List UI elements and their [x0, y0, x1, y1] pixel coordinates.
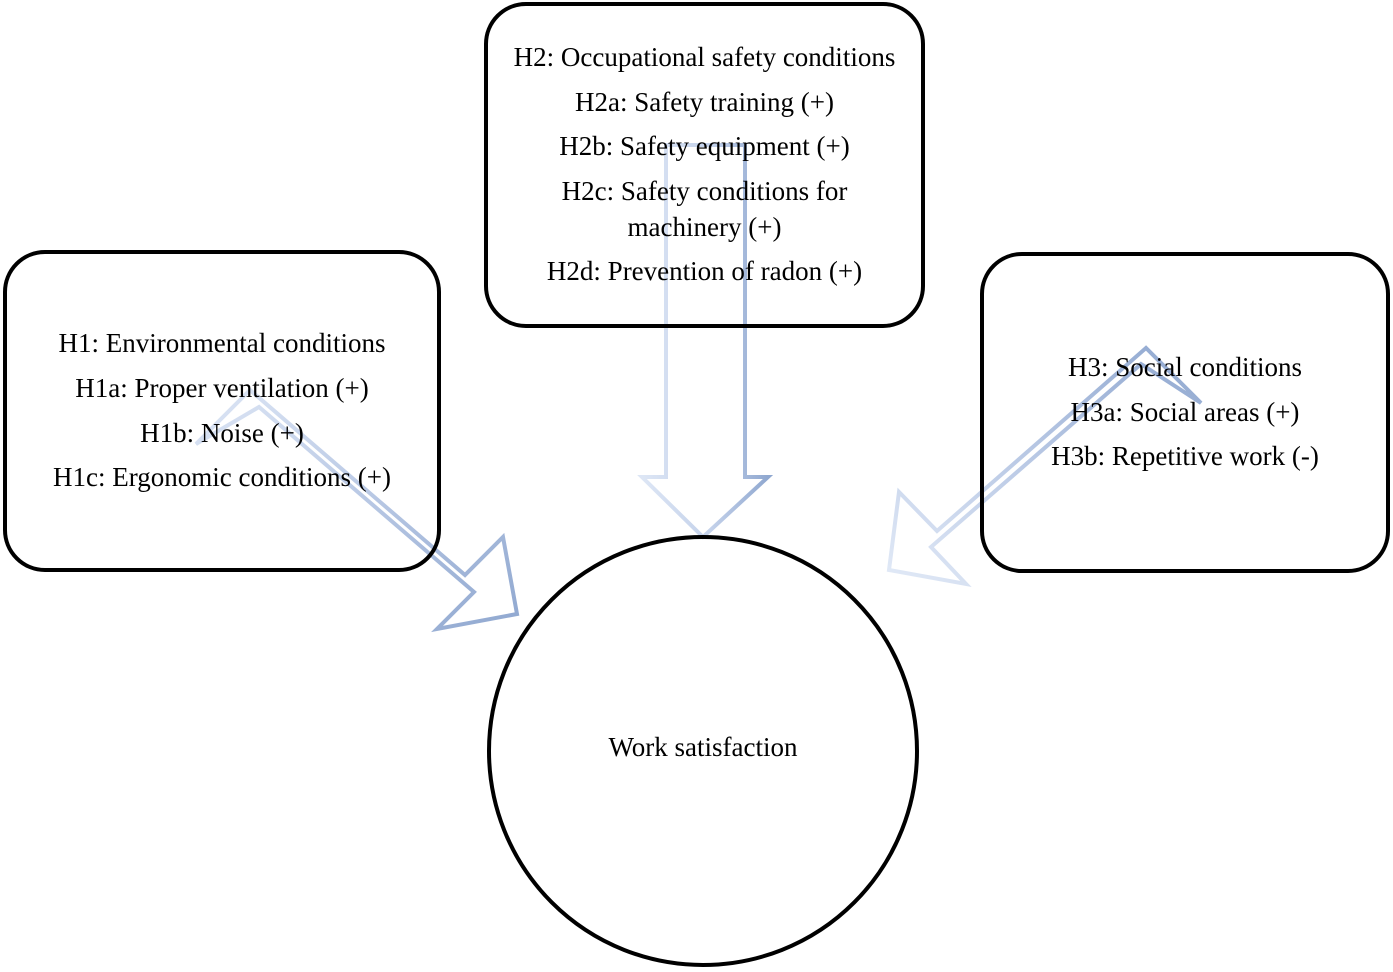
h3-line-h3a: H3a: Social areas (+) — [1070, 396, 1300, 427]
outcome-label: Work satisfaction — [608, 731, 798, 762]
h2-line-h2b: H2b: Safety equipment (+) — [559, 131, 850, 162]
h1-line-h1c: H1c: Ergonomic conditions (+) — [53, 462, 391, 493]
h1-line-h1a: H1a: Proper ventilation (+) — [75, 372, 369, 403]
h1-line-title: H1: Environmental conditions — [58, 328, 386, 359]
node-box-h3[interactable]: H3: Social conditions H3a: Social areas … — [980, 252, 1390, 573]
h2-line-h2c: H2c: Safety conditions for machinery (+) — [561, 176, 848, 242]
h2-line-title: H2: Occupational safety conditions — [513, 42, 896, 73]
h2-line-h2d: H2d: Prevention of radon (+) — [546, 256, 863, 287]
outcome-circle[interactable]: Work satisfaction — [487, 535, 919, 967]
node-box-h2[interactable]: H2: Occupational safety conditions H2a: … — [484, 2, 925, 328]
h3-line-title: H3: Social conditions — [1068, 352, 1302, 383]
node-box-h1[interactable]: H1: Environmental conditions H1a: Proper… — [3, 250, 441, 572]
h3-line-h3b: H3b: Repetitive work (-) — [1051, 441, 1319, 472]
h1-line-h1b: H1b: Noise (+) — [140, 417, 304, 448]
h2-line-h2a: H2a: Safety training (+) — [575, 86, 834, 117]
